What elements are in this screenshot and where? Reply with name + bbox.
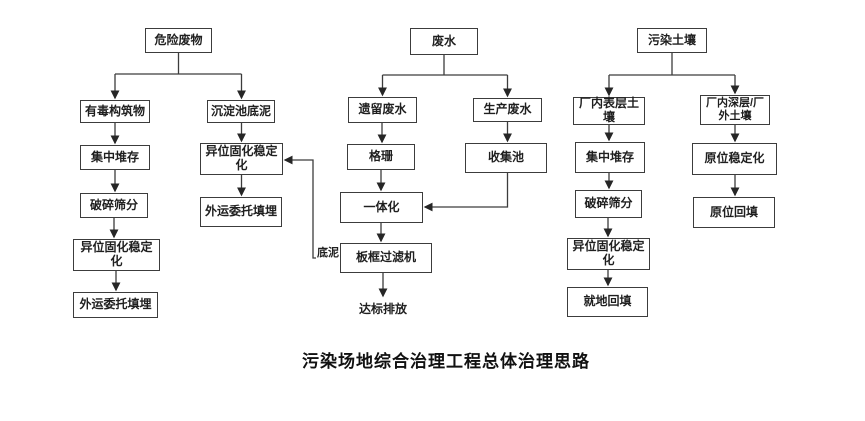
- node-sedimentation-sludge: 沉淀池底泥: [207, 100, 275, 123]
- edge-wastewater-trunk: [382, 55, 508, 76]
- node-production-wastewater: 生产废水: [473, 98, 542, 122]
- node-exsitu-solidification-3: 异位固化稳定化: [567, 238, 650, 270]
- node-plant-surface-soil: 厂内表层土壤: [573, 96, 645, 125]
- discharge-text: 达标排放: [358, 302, 407, 316]
- diagram-title: 污染场地综合治理工程总体治理思路: [302, 352, 590, 371]
- node-plate-frame-filter: 板框过滤机: [340, 243, 432, 273]
- node-collection-pool: 收集池: [465, 143, 547, 173]
- node-offsite-landfill-1: 外运委托填埋: [73, 292, 158, 318]
- edge-hazardous-trunk: [115, 53, 242, 75]
- node-crush-screen-2: 破碎筛分: [575, 190, 642, 218]
- node-wastewater: 废水: [410, 28, 478, 55]
- node-grid-screen: 格珊: [347, 144, 415, 170]
- node-exsitu-solidification-1: 异位固化稳定化: [73, 239, 160, 271]
- node-central-stockpile-2: 集中堆存: [575, 142, 645, 173]
- node-central-stockpile-1: 集中堆存: [80, 145, 150, 170]
- node-insitu-backfill: 原位回填: [693, 197, 775, 228]
- node-insitu-stabilization: 原位稳定化: [692, 143, 777, 175]
- edge-soil-trunk: [609, 53, 735, 76]
- node-contaminated-soil: 污染土壤: [637, 28, 707, 53]
- node-exsitu-solidification-2: 异位固化稳定化: [200, 143, 283, 175]
- node-integrated-unit: 一体化: [340, 192, 423, 223]
- node-crush-screen-1: 破碎筛分: [80, 193, 148, 218]
- node-offsite-landfill-2: 外运委托填埋: [200, 197, 282, 227]
- edge-label-sludge: 底泥: [316, 244, 340, 260]
- node-deep-outside-soil: 厂内深层/厂外土壤: [700, 95, 770, 125]
- node-onsite-backfill: 就地回填: [567, 287, 648, 317]
- node-toxic-structures: 有毒构筑物: [80, 100, 150, 123]
- node-hazardous-waste: 危险废物: [145, 28, 212, 53]
- edge-collection-to-integrated: [423, 173, 509, 212]
- node-legacy-wastewater: 遗留废水: [348, 97, 417, 123]
